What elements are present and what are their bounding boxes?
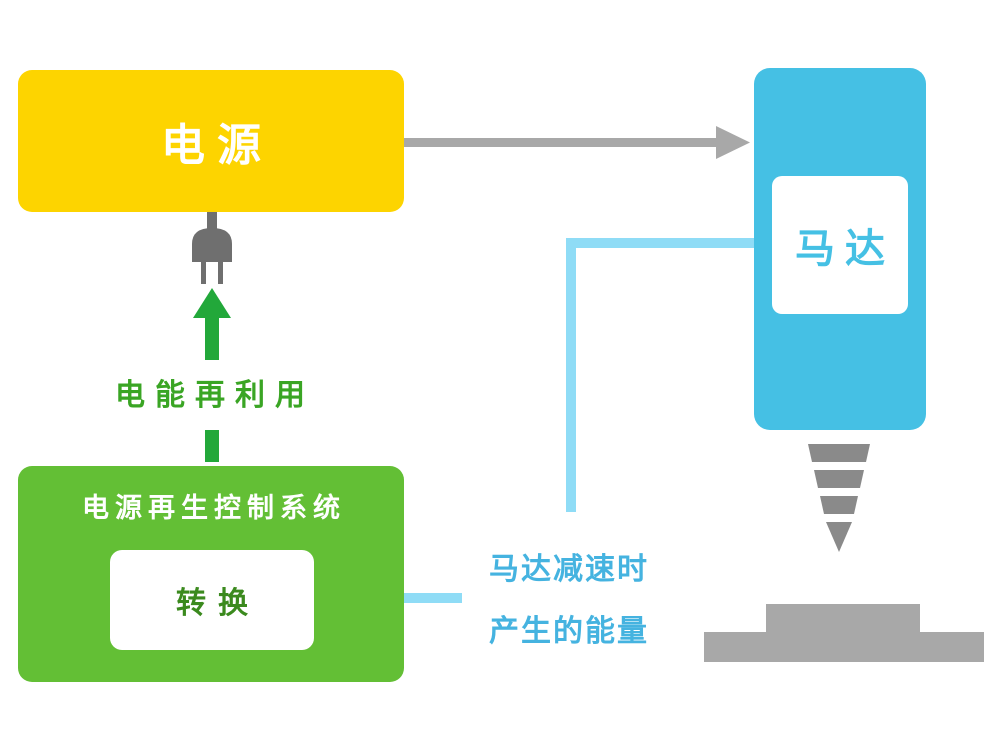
power-to-motor-arrow: [404, 126, 750, 159]
convert-label: 转换: [176, 586, 260, 621]
motor-label-panel: 马达: [772, 176, 908, 314]
power-supply-label: 电源: [161, 120, 273, 171]
motor-energy-line: [566, 238, 754, 512]
power-supply-box: 电源: [18, 70, 404, 212]
energy-label-line1: 马达减速时: [489, 552, 649, 587]
workpiece-icon: [704, 604, 984, 662]
drill-bit-icon: [808, 444, 870, 552]
regen-control-system-title: 电源再生控制系统: [82, 493, 346, 524]
motor-label: 马达: [795, 226, 895, 272]
plug-icon: [192, 212, 232, 284]
energy-label-line2: 产生的能量: [489, 614, 649, 649]
reuse-arrow: [193, 288, 231, 462]
energy-reuse-label: 电能再利用: [115, 378, 315, 413]
convert-box: 转换: [110, 550, 314, 650]
